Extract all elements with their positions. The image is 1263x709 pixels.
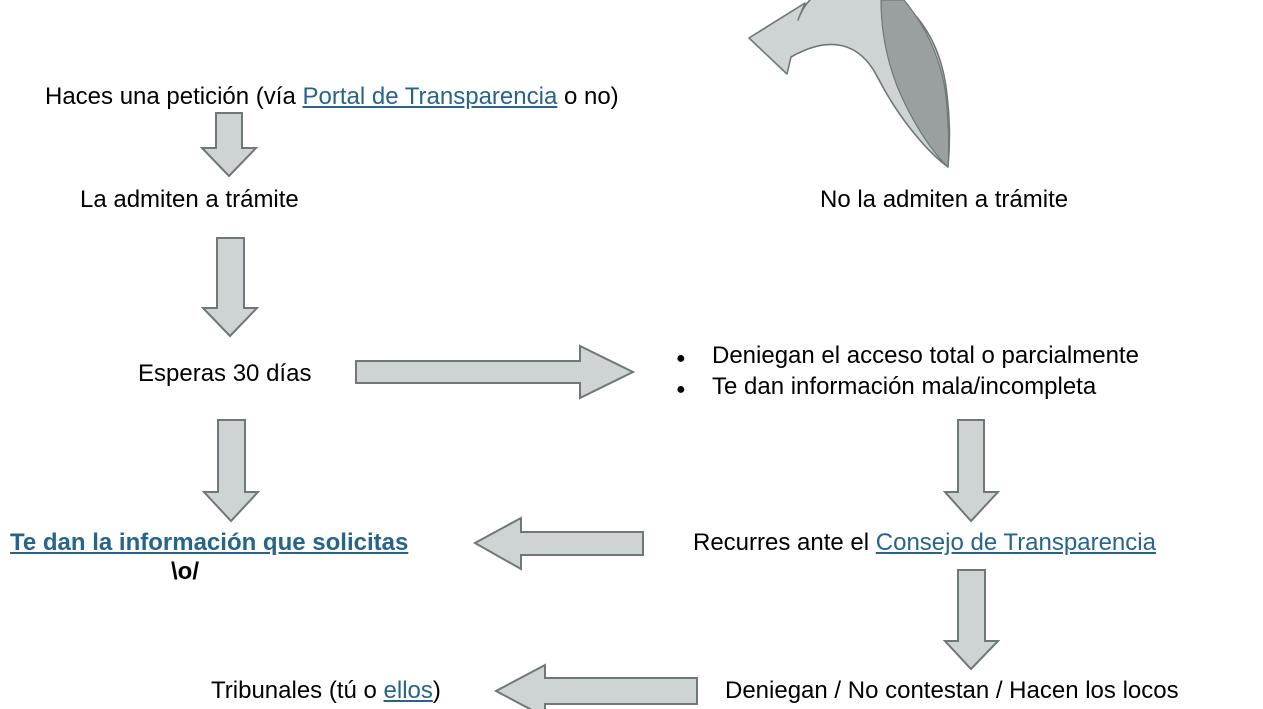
list-item: ● Deniegan el acceso total o parcialment… [676, 342, 1139, 373]
bad-outcome-label: Deniegan el acceso total o parcialmente [712, 342, 1139, 369]
node-request: Haces una petición (vía Portal de Transp… [45, 83, 619, 111]
node-not-admitted: No la admiten a trámite [820, 186, 1069, 213]
down-arrow-admitted-to-wait [200, 237, 260, 338]
portal-transparencia-link[interactable]: Portal de Transparencia [302, 83, 558, 110]
node-bad-outcomes-list: ● Deniegan el acceso total o parcialment… [676, 342, 1139, 404]
ellos-link[interactable]: ellos [383, 677, 433, 704]
down-arrow-request-to-admitted [199, 112, 259, 178]
request-text-before: Haces una petición (vía [45, 83, 303, 110]
down-arrow-wait-to-success [201, 419, 261, 523]
node-admitted: La admiten a trámite [80, 186, 299, 213]
node-appeal: Recurres ante el Consejo de Transparenci… [693, 529, 1156, 557]
down-arrow-bad-outcomes-to-appeal [942, 419, 1001, 523]
node-courts: Tribunales (tú o ellos) [211, 677, 441, 705]
courts-text-after: ) [432, 677, 441, 704]
node-wait: Esperas 30 días [138, 360, 312, 387]
node-success: Te dan la información que solicitas [10, 529, 408, 557]
courts-text-before: Tribunales (tú o [211, 677, 384, 704]
appeal-text-before: Recurres ante el [693, 529, 876, 556]
curved-arrow-retry-shadow [880, 0, 950, 168]
consejo-transparencia-link[interactable]: Consejo de Transparencia [875, 529, 1156, 556]
success-celebration: \o/ [171, 558, 199, 585]
bullet-icon: ● [676, 381, 686, 398]
left-arrow-appeal-to-success [472, 516, 644, 571]
bad-outcome-label: Te dan información mala/incompleta [712, 373, 1097, 400]
request-text-after: o no) [557, 83, 619, 110]
success-link[interactable]: Te dan la información que solicitas [10, 529, 409, 556]
right-arrow-wait-to-bad-outcomes [355, 344, 636, 400]
left-arrow-stonewalled-to-courts [493, 663, 698, 709]
down-arrow-appeal-to-stonewalled [942, 569, 1001, 671]
bullet-icon: ● [676, 350, 686, 367]
list-item: ● Te dan información mala/incompleta [676, 373, 1139, 404]
node-stonewalled: Deniegan / No contestan / Hacen los loco… [725, 677, 1179, 704]
